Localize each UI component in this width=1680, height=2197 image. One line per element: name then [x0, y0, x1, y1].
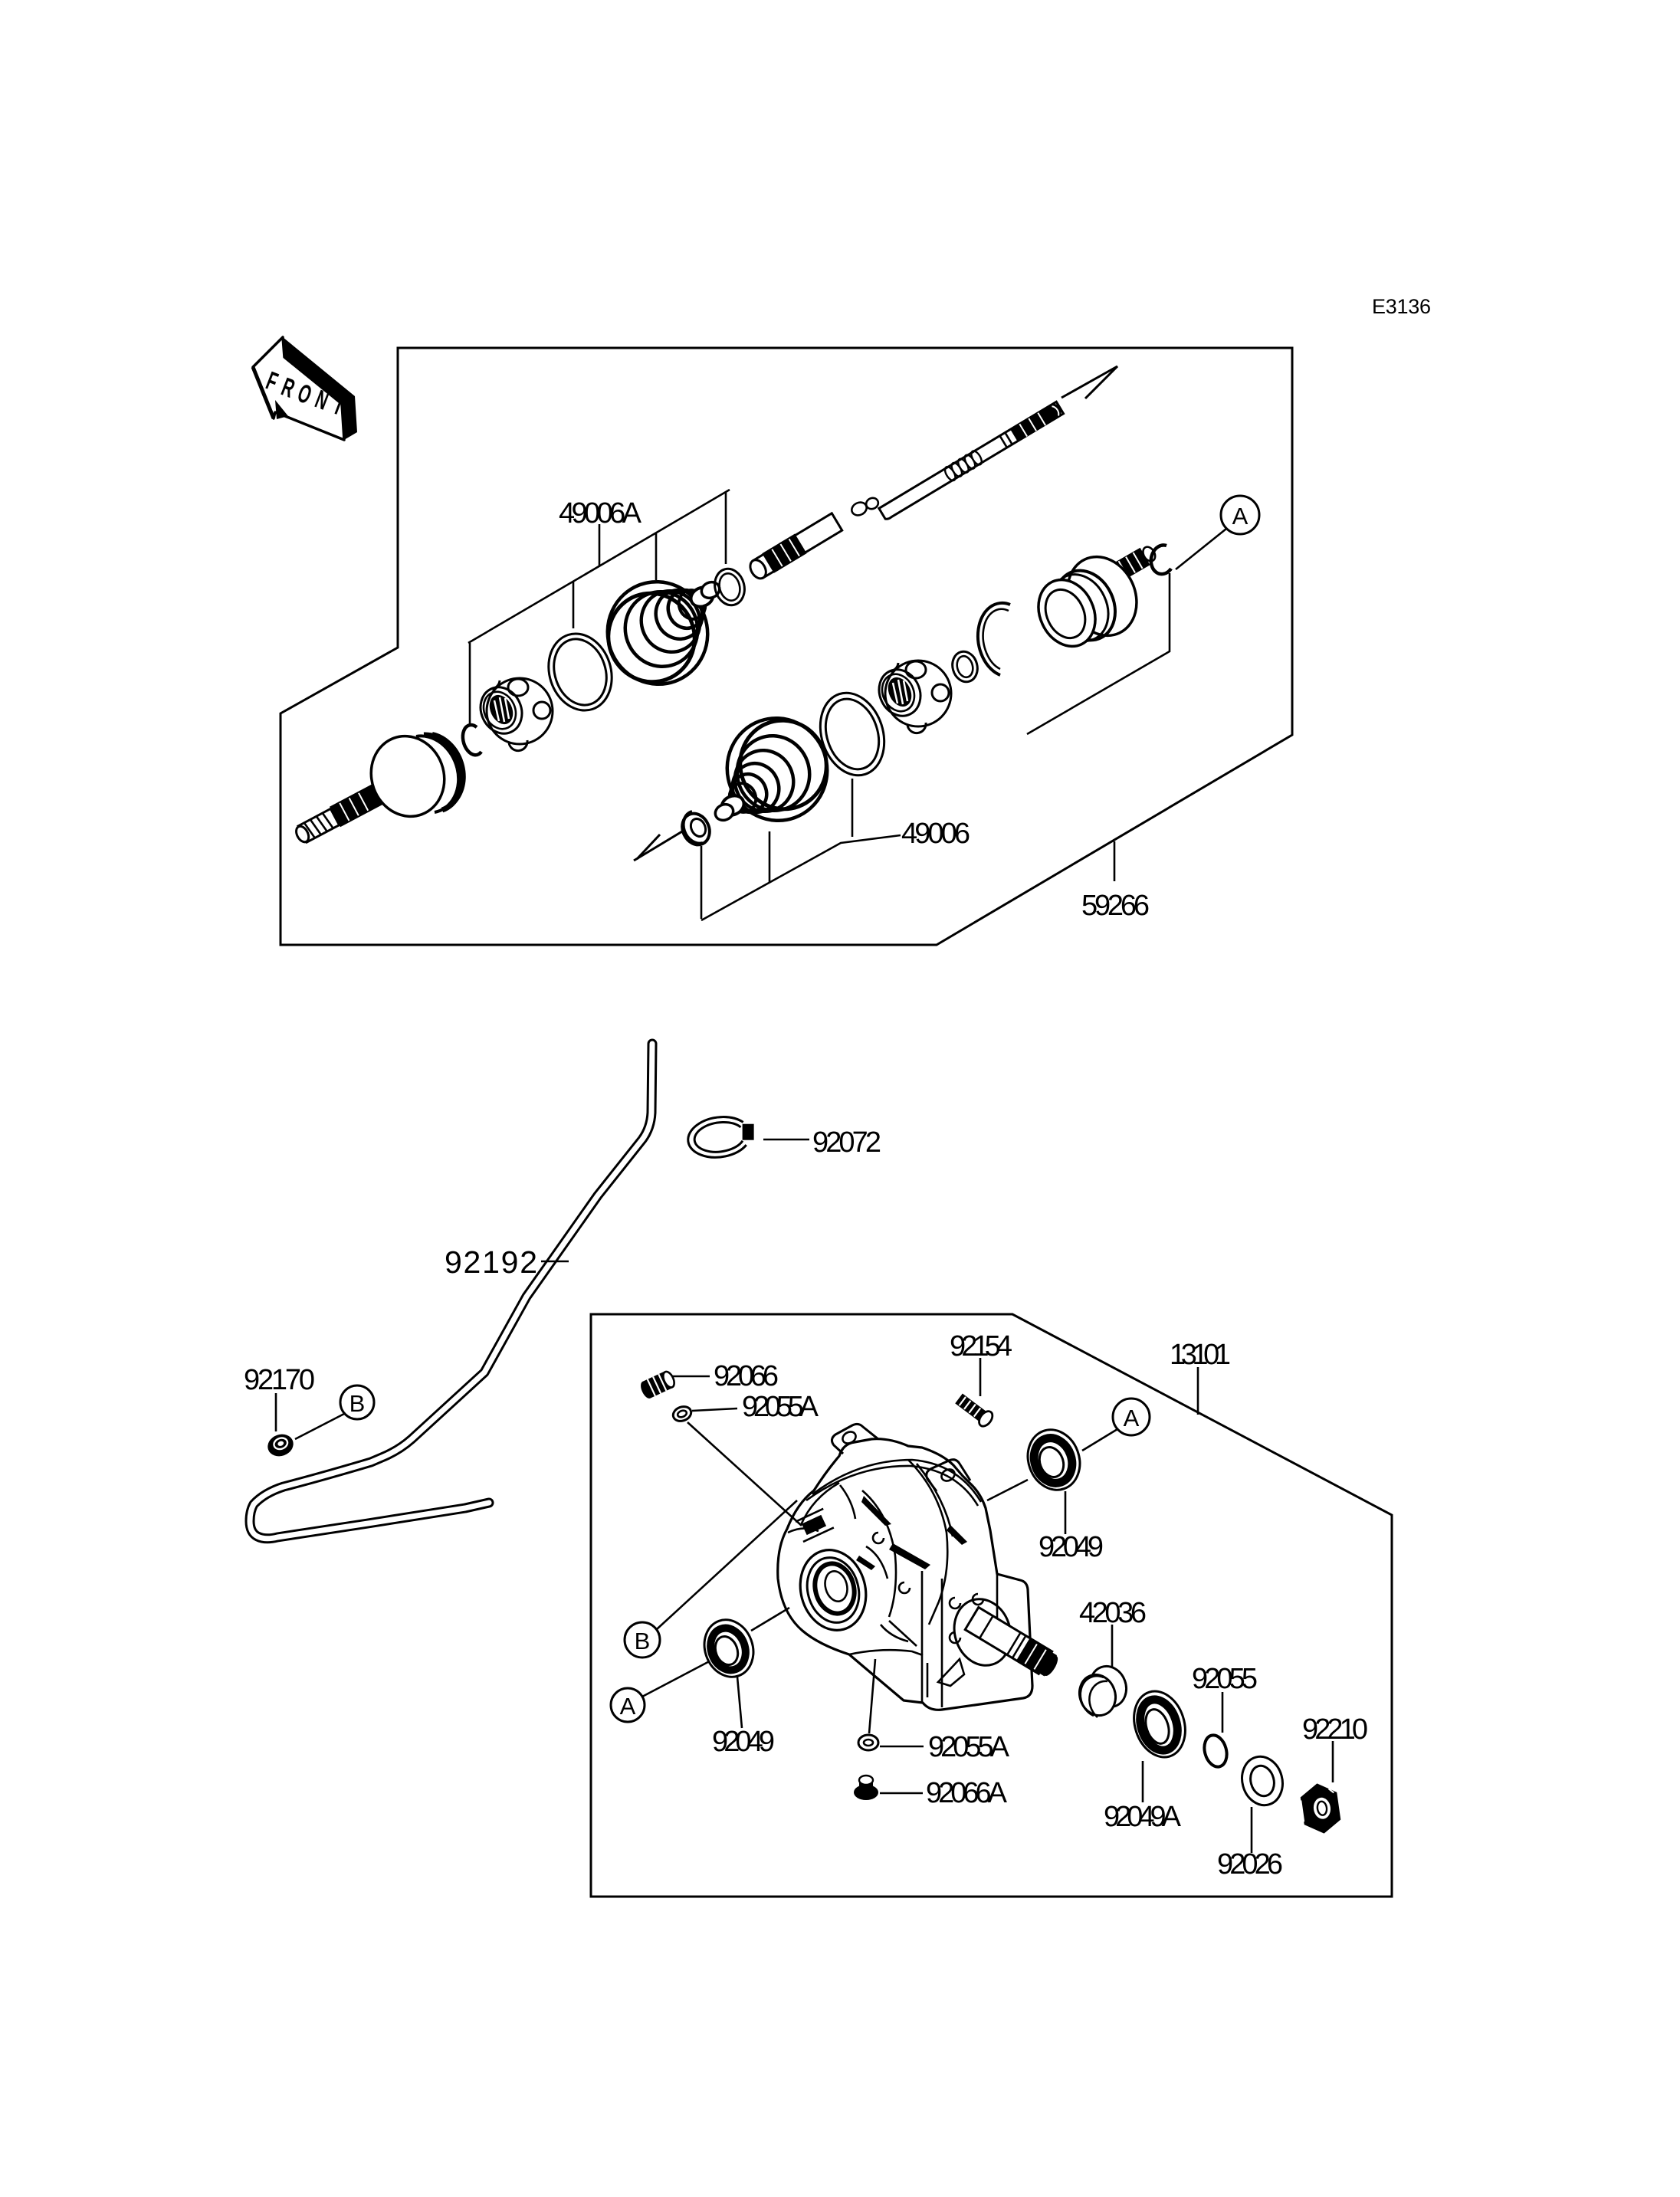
- svg-text:E3136: E3136: [1372, 295, 1431, 318]
- svg-text:92154: 92154: [950, 1330, 1012, 1362]
- svg-text:B: B: [349, 1390, 366, 1417]
- svg-text:A: A: [620, 1693, 636, 1720]
- svg-text:92192: 92192: [445, 1244, 537, 1280]
- svg-text:A: A: [1124, 1405, 1140, 1431]
- svg-text:92026: 92026: [1217, 1848, 1283, 1881]
- svg-text:92055: 92055: [1192, 1663, 1258, 1695]
- svg-text:B: B: [635, 1628, 651, 1654]
- svg-text:92066: 92066: [714, 1360, 779, 1392]
- svg-text:42036: 42036: [1079, 1597, 1147, 1629]
- svg-text:92066A: 92066A: [926, 1777, 1008, 1809]
- svg-text:92210: 92210: [1302, 1713, 1368, 1746]
- svg-text:A: A: [1232, 503, 1249, 530]
- svg-text:13101: 13101: [1170, 1339, 1231, 1371]
- svg-text:49006: 49006: [901, 818, 970, 850]
- svg-text:92055A: 92055A: [742, 1391, 819, 1423]
- svg-text:92049A: 92049A: [1104, 1801, 1182, 1833]
- svg-text:92072: 92072: [812, 1126, 881, 1159]
- svg-text:92055A: 92055A: [928, 1731, 1010, 1763]
- svg-text:92049: 92049: [712, 1726, 775, 1758]
- svg-text:92170: 92170: [244, 1364, 315, 1396]
- svg-text:59266: 59266: [1081, 890, 1150, 922]
- svg-text:92049: 92049: [1039, 1531, 1104, 1563]
- svg-text:49006A: 49006A: [559, 497, 642, 530]
